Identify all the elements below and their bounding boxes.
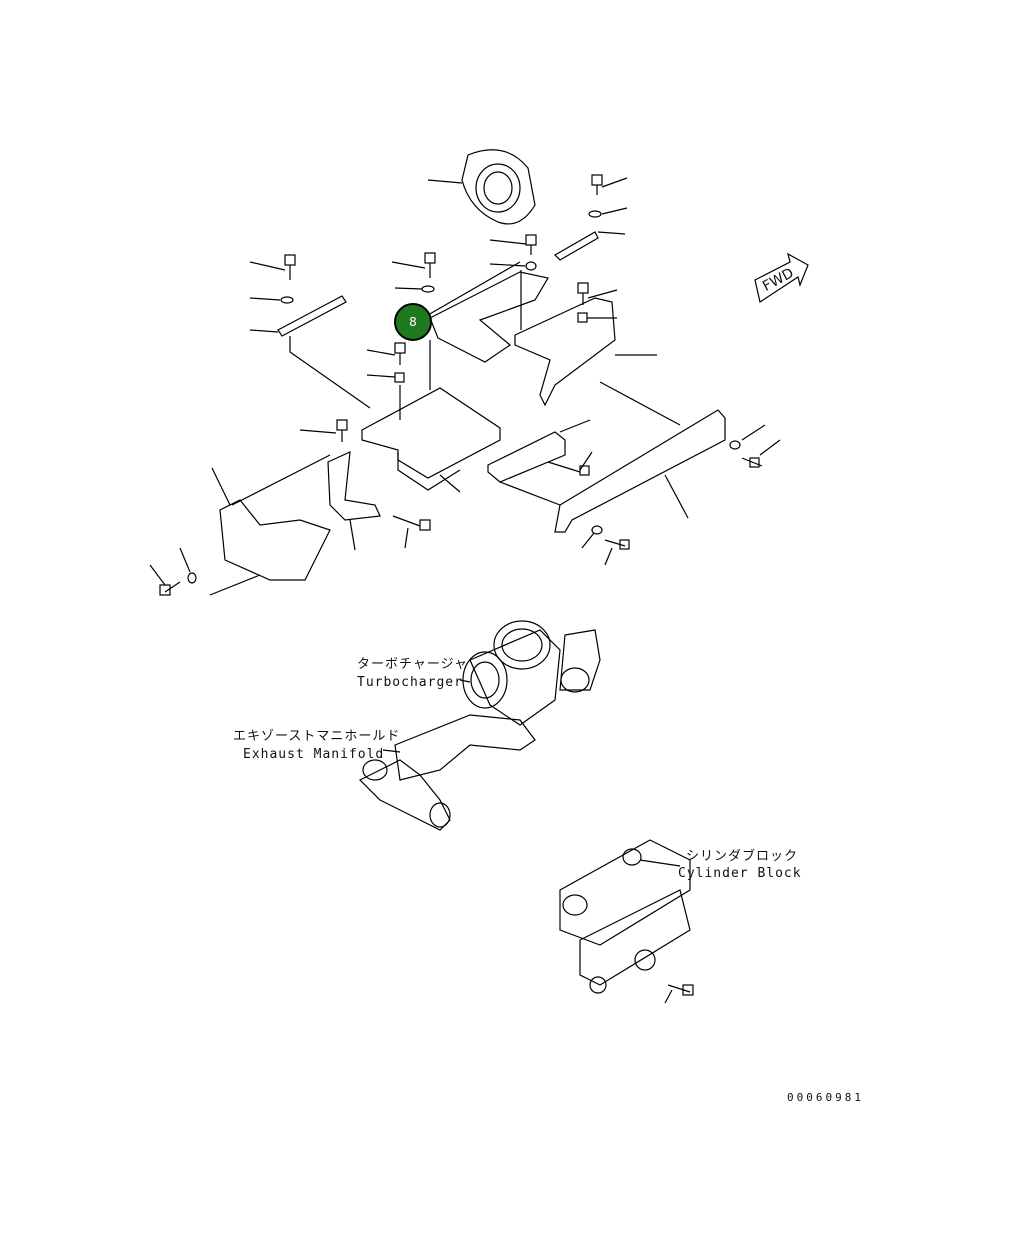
- cylinder-label-jp: シリンダブロック: [686, 849, 799, 864]
- manifold-label-jp: エキゾーストマニホールド: [233, 729, 401, 744]
- turbocharger-label-en: Turbocharger: [357, 675, 463, 690]
- turbocharger-label-jp: ターボチャージャ: [357, 657, 468, 672]
- bracket-right-top: [554, 231, 599, 261]
- callout-marker-8[interactable]: 8: [394, 303, 432, 341]
- heat-shield-right: [514, 297, 657, 407]
- heat-shield-upper: [427, 261, 549, 363]
- bracket-left-strap: [277, 295, 347, 337]
- cylinder-label-en: Cylinder Block: [678, 866, 802, 881]
- heat-shield-lower-left: [209, 454, 331, 596]
- exhaust-elbow: [427, 149, 536, 225]
- drawing-number: 00060981: [787, 1091, 864, 1104]
- callout-label: 8: [409, 315, 417, 329]
- turbocharger-drawing: [459, 620, 601, 726]
- cylinder-block-drawing: [559, 839, 694, 1004]
- heat-shield-center: [361, 340, 501, 493]
- bolts: [149, 174, 781, 596]
- exhaust-manifold-drawing: [358, 714, 536, 831]
- bent-bracket: [327, 451, 381, 521]
- fwd-arrow-icon: [754, 252, 809, 303]
- rail-long: [554, 381, 726, 533]
- manifold-label-en: Exhaust Manifold: [243, 747, 385, 762]
- clip-bracket: [487, 431, 566, 483]
